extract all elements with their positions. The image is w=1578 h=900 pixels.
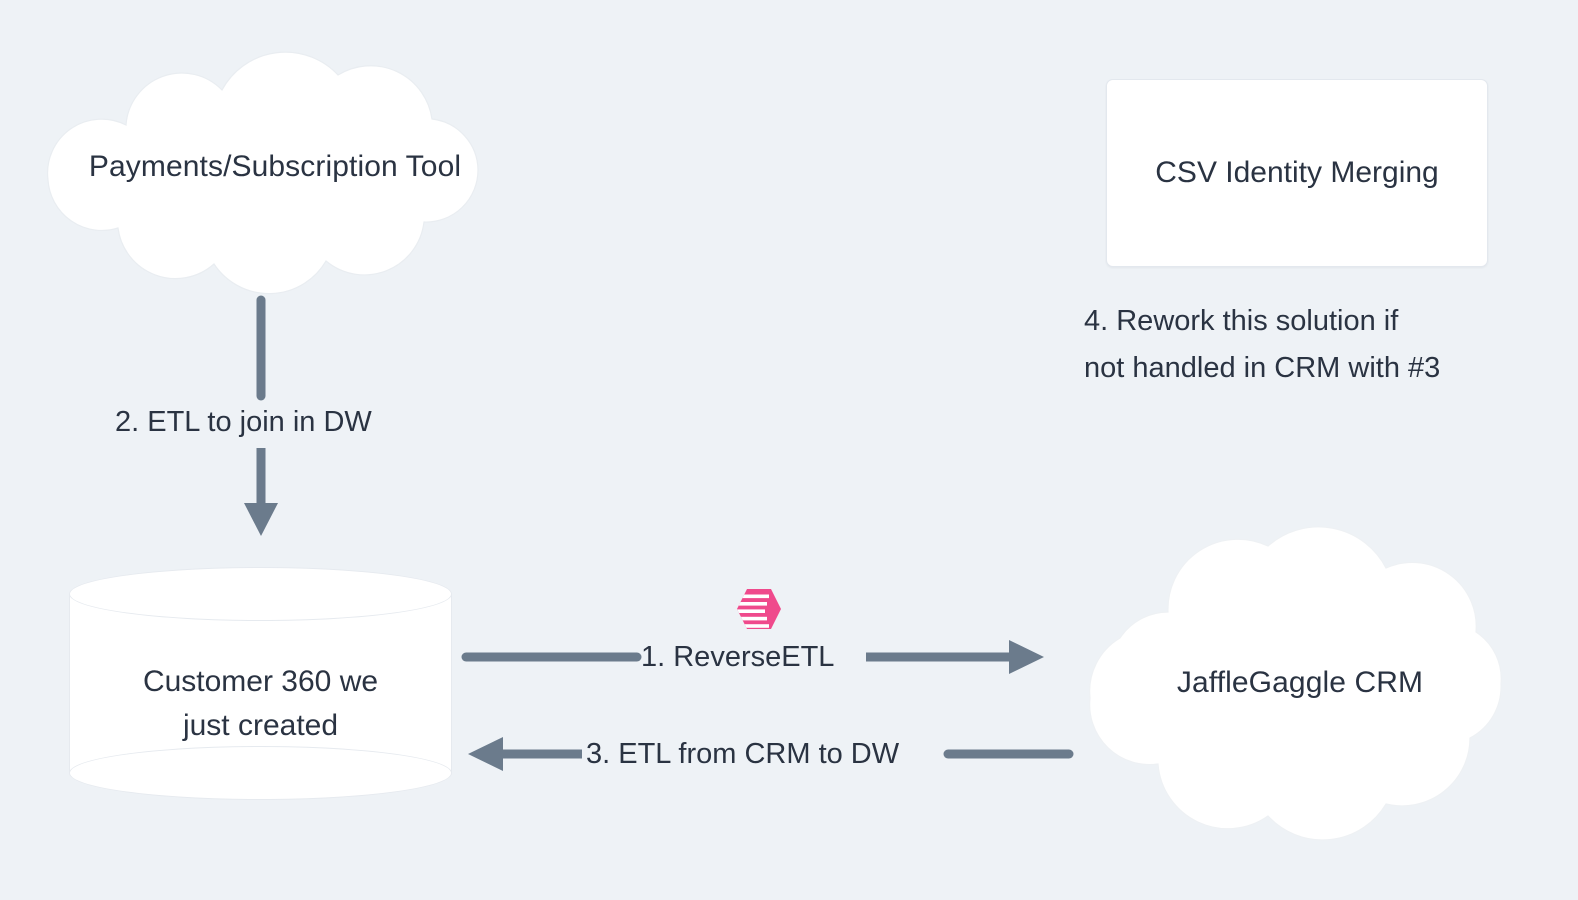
edge-label-reverse-etl-text: 1. ReverseETL bbox=[641, 641, 835, 673]
edge-label-etl-from-crm-text: 3. ETL from CRM to DW bbox=[586, 738, 900, 770]
node-warehouse-cylinder[interactable]: Customer 360 we just created bbox=[69, 567, 452, 800]
node-payments-cloud[interactable]: Payments/Subscription Tool bbox=[8, 51, 518, 295]
csv-box-label: CSV Identity Merging bbox=[1155, 156, 1439, 190]
node-crm-cloud[interactable]: JaffleGaggle CRM bbox=[1046, 516, 1542, 846]
annotation-rework-note: 4. Rework this solution if not handled i… bbox=[1084, 298, 1554, 392]
edge-label-etl-join: 2. ETL to join in DW bbox=[115, 405, 372, 440]
rework-note-line-2: not handled in CRM with #3 bbox=[1084, 351, 1441, 384]
cloud-shape bbox=[46, 51, 479, 295]
cylinder-top-ellipse bbox=[69, 567, 452, 621]
edge-label-reverse-etl: 1. ReverseETL bbox=[641, 640, 834, 675]
edge-label-etl-from-crm: 3. ETL from CRM to DW bbox=[586, 737, 899, 772]
node-csv-identity-merging[interactable]: CSV Identity Merging bbox=[1106, 79, 1488, 267]
cylinder-bottom-ellipse bbox=[69, 746, 452, 800]
edge-label-etl-join-text: 2. ETL to join in DW bbox=[115, 406, 372, 438]
rework-note-line-1: 4. Rework this solution if bbox=[1084, 305, 1399, 337]
dbt-logo-icon bbox=[735, 587, 783, 631]
cloud-shape bbox=[1089, 526, 1502, 841]
dbt-hexagon-icon bbox=[737, 589, 781, 629]
cylinder-body bbox=[69, 594, 452, 773]
